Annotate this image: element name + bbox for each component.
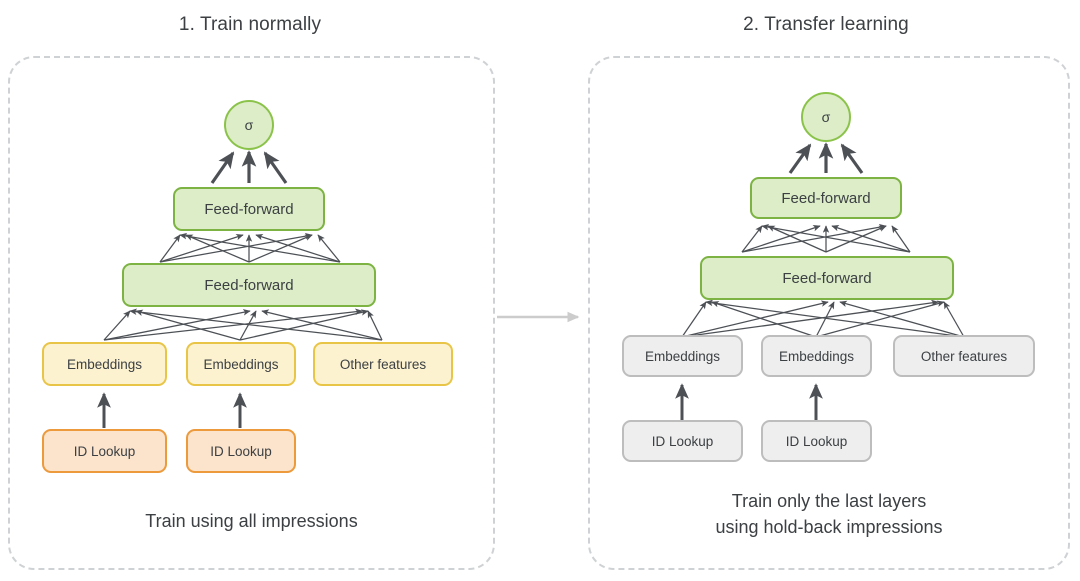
embeddings-1-right[interactable]: Embeddings xyxy=(622,335,743,377)
embeddings-2-right[interactable]: Embeddings xyxy=(761,335,872,377)
id-lookup-1-left[interactable]: ID Lookup xyxy=(42,429,167,473)
id-lookup-2-left[interactable]: ID Lookup xyxy=(186,429,296,473)
panel-title-train-normally: 1. Train normally xyxy=(178,14,322,35)
panel-title-transfer-learning: 2. Transfer learning xyxy=(743,14,909,35)
embeddings-1-left[interactable]: Embeddings xyxy=(42,342,167,386)
embeddings-2-left[interactable]: Embeddings xyxy=(186,342,296,386)
caption-right: Train only the last layers using hold-ba… xyxy=(715,491,943,537)
caption-left: Train using all impressions xyxy=(145,511,358,531)
id-lookup-1-right[interactable]: ID Lookup xyxy=(622,420,743,462)
other-features-left[interactable]: Other features xyxy=(313,342,453,386)
feed-forward-wide-left[interactable]: Feed-forward xyxy=(122,263,376,307)
feed-forward-wide-right[interactable]: Feed-forward xyxy=(700,256,954,300)
id-lookup-2-right[interactable]: ID Lookup xyxy=(761,420,872,462)
other-features-right[interactable]: Other features xyxy=(893,335,1035,377)
feed-forward-top-right[interactable]: Feed-forward xyxy=(750,177,902,219)
output-sigma-node-left: σ xyxy=(224,100,274,150)
output-sigma-node-right: σ xyxy=(801,92,851,142)
feed-forward-top-left[interactable]: Feed-forward xyxy=(173,187,325,231)
